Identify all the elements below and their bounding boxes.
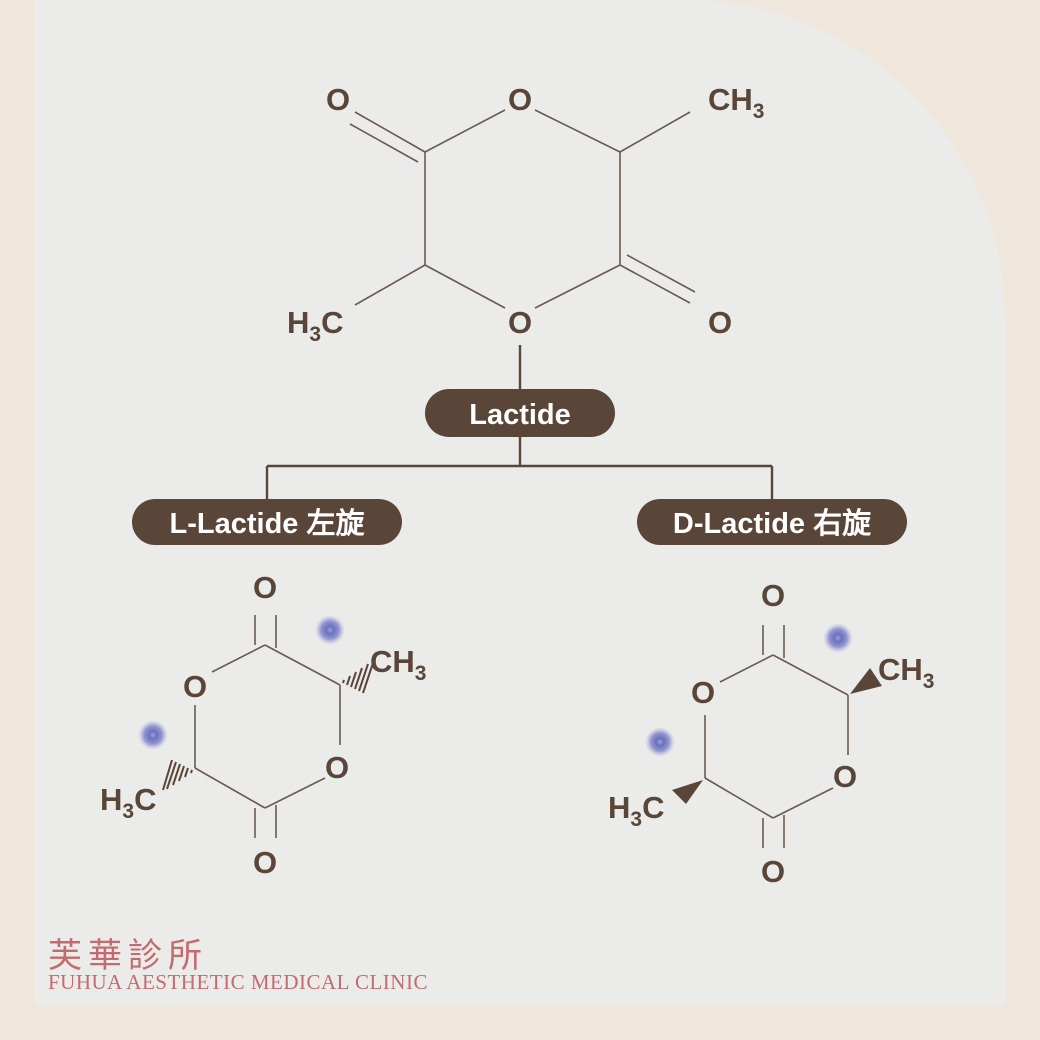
oxygen-label: O	[761, 578, 785, 613]
lactide-pill: Lactide	[425, 389, 615, 437]
clinic-logo-english: FUHUA AESTHETIC MEDICAL CLINIC	[48, 970, 428, 994]
oxygen-label: O	[183, 669, 207, 704]
oxygen-label: O	[761, 854, 785, 889]
methyl-label: CH3	[708, 82, 764, 123]
oxygen-label: O	[253, 845, 277, 880]
chiral-center-dot	[138, 720, 168, 750]
oxygen-label: O	[508, 305, 532, 340]
d-lactide-pill: D-Lactide 右旋	[637, 499, 907, 545]
chiral-center-dot	[645, 727, 675, 757]
hashed-wedge	[162, 759, 193, 791]
oxygen-label: O	[325, 750, 349, 785]
svg-text:L-Lactide 左旋: L-Lactide 左旋	[170, 507, 365, 540]
methyl-label: CH3	[878, 652, 934, 693]
methyl-label: H3C	[287, 305, 343, 346]
oxygen-label: O	[708, 305, 732, 340]
chiral-center-dot	[315, 615, 345, 645]
methyl-label: CH3	[370, 644, 426, 685]
methyl-label: H3C	[608, 790, 664, 831]
chiral-center-dot	[823, 623, 853, 653]
hashed-wedge	[342, 659, 375, 694]
clinic-logo-chinese: 芙華診所	[48, 936, 208, 976]
svg-text:D-Lactide 右旋: D-Lactide 右旋	[673, 507, 871, 540]
lactide-structure: O O O O CH3 H3C	[287, 82, 764, 346]
solid-wedge	[672, 780, 703, 804]
l-lactide-structure: O O O O CH3 H3C	[100, 570, 426, 880]
oxygen-label: O	[691, 675, 715, 710]
d-lactide-structure: O O O O CH3 H3C	[608, 578, 934, 889]
solid-wedge	[850, 668, 882, 694]
oxygen-label: O	[326, 82, 350, 117]
oxygen-label: O	[253, 570, 277, 605]
oxygen-label: O	[508, 82, 532, 117]
tree-connectors	[265, 345, 774, 500]
l-lactide-pill: L-Lactide 左旋	[132, 499, 402, 545]
oxygen-label: O	[833, 759, 857, 794]
svg-text:Lactide: Lactide	[469, 399, 571, 431]
methyl-label: H3C	[100, 782, 156, 823]
